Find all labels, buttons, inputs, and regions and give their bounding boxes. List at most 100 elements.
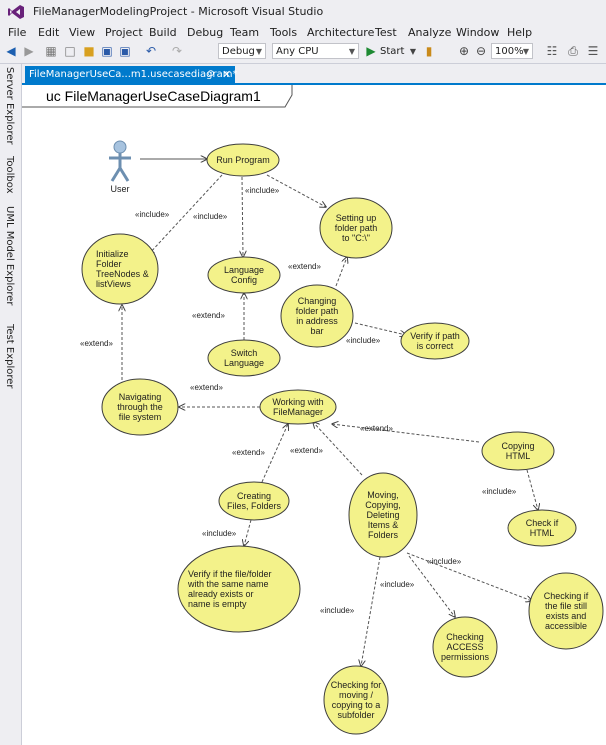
open-folder-icon[interactable]: ■: [83, 44, 95, 58]
menu-view[interactable]: View: [69, 26, 96, 39]
relation-stereotype-label: «include»: [427, 557, 462, 566]
menu-file[interactable]: File: [8, 26, 27, 39]
relation-stereotype-label: «include»: [320, 606, 355, 615]
menu-debug[interactable]: Debug: [187, 26, 224, 39]
use-case-ellipse: [280, 284, 354, 348]
document-tab-strip: FileManagerUseCa...m1.usecasediagram* ⊙ …: [22, 64, 606, 85]
dependency-arrow[interactable]: [266, 174, 326, 207]
menu-bar: File Edit View Project Build Debug Team …: [0, 24, 606, 41]
dependency-arrow[interactable]: [406, 552, 532, 601]
dependency-arrow[interactable]: [244, 519, 252, 546]
browser-link-icon[interactable]: ▮: [425, 44, 433, 58]
use-case-label: Checking if: [544, 591, 589, 601]
use-case-ellipse: [319, 197, 393, 259]
forward-icon[interactable]: ▶: [24, 44, 34, 58]
solution-configuration-select[interactable]: Debug ▼: [218, 43, 266, 59]
save-icon[interactable]: ▣: [101, 44, 113, 58]
use-case-ellipse: [81, 233, 159, 305]
use-case-label: listViews: [96, 279, 131, 289]
dependency-arrow[interactable]: [261, 424, 288, 483]
actor-user[interactable]: User: [109, 140, 131, 194]
use-case-label: Checking for: [331, 680, 382, 690]
use-case-label: TreeNodes &: [96, 269, 149, 279]
print-icon[interactable]: ⎙: [568, 44, 578, 58]
use-case-label: Files, Folders: [227, 501, 282, 511]
server-explorer-tab[interactable]: Server Explorer: [4, 67, 15, 145]
use-case-ellipse: [177, 545, 301, 633]
menu-analyze[interactable]: Analyze: [408, 26, 452, 39]
menu-window[interactable]: Window: [456, 26, 500, 39]
start-play-icon[interactable]: ▶: [366, 44, 376, 58]
dependency-arrow[interactable]: [361, 556, 381, 666]
back-icon[interactable]: ◀: [6, 44, 16, 58]
undo-icon[interactable]: ↶: [145, 44, 157, 58]
relation-stereotype-label: «extend»: [290, 446, 323, 455]
new-project-icon[interactable]: ▦: [45, 44, 57, 58]
close-icon[interactable]: ✕: [222, 68, 232, 81]
use-case-label: with the same name: [187, 579, 269, 589]
dependency-arrow[interactable]: [408, 555, 455, 617]
test-explorer-tab[interactable]: Test Explorer: [4, 324, 15, 389]
use-case-label: Switch: [231, 348, 258, 358]
dependency-arrow[interactable]: [335, 257, 347, 287]
dependency-arrow[interactable]: [332, 424, 480, 443]
diagram-canvas[interactable]: uc FileManagerUseCaseDiagram1 User «incl…: [22, 85, 606, 745]
use-case-ellipse: [481, 431, 555, 471]
dependency-arrow[interactable]: [242, 176, 243, 257]
menu-test[interactable]: Test: [375, 26, 397, 39]
pin-icon[interactable]: ⊙: [207, 69, 215, 79]
menu-tools[interactable]: Tools: [270, 26, 298, 39]
layout-icon[interactable]: ☷: [546, 44, 558, 58]
use-case-ellipse: [206, 143, 280, 177]
use-case-ellipse: [207, 339, 281, 377]
menu-team[interactable]: Team: [230, 26, 260, 39]
use-case-label: HTML: [506, 451, 531, 461]
menu-architecture[interactable]: Architecture: [307, 26, 375, 39]
use-case-run[interactable]: Run Program: [206, 143, 280, 177]
use-case-label: Language: [224, 265, 264, 275]
chevron-down-icon: ▼: [522, 47, 529, 56]
dependency-arrow[interactable]: [354, 322, 406, 335]
menu-build[interactable]: Build: [149, 26, 177, 39]
menu-edit[interactable]: Edit: [38, 26, 60, 39]
document-tab-usecasediagram[interactable]: FileManagerUseCa...m1.usecasediagram* ⊙ …: [25, 66, 237, 83]
zoom-in-icon[interactable]: ⊕: [458, 44, 470, 58]
relation-stereotype-label: «extend»: [360, 424, 393, 433]
dependency-arrow[interactable]: [313, 422, 363, 476]
menu-help[interactable]: Help: [507, 26, 533, 39]
redo-icon[interactable]: ↷: [171, 44, 183, 58]
chevron-down-icon: ▼: [348, 47, 355, 56]
dependency-arrow[interactable]: [148, 174, 223, 255]
solution-platform-select[interactable]: Any CPU ▼: [272, 43, 359, 59]
menu-project[interactable]: Project: [105, 26, 143, 39]
properties-icon[interactable]: ☰: [587, 44, 599, 58]
zoom-select[interactable]: 100% ▼: [491, 43, 533, 59]
start-button[interactable]: Start: [380, 46, 405, 57]
uml-model-explorer-tab[interactable]: UML Model Explorer: [4, 206, 15, 306]
use-case-label: moving /: [339, 690, 374, 700]
use-case-label: Moving,: [367, 490, 399, 500]
use-case-label: Changing: [298, 296, 337, 306]
chevron-down-icon[interactable]: ▼: [409, 47, 417, 56]
zoom-out-icon[interactable]: ⊖: [475, 44, 487, 58]
add-item-icon[interactable]: □: [64, 44, 76, 58]
dependency-arrow[interactable]: [526, 469, 538, 510]
toolbox-tab[interactable]: Toolbox: [4, 156, 15, 194]
save-all-icon[interactable]: ▣: [119, 44, 131, 58]
